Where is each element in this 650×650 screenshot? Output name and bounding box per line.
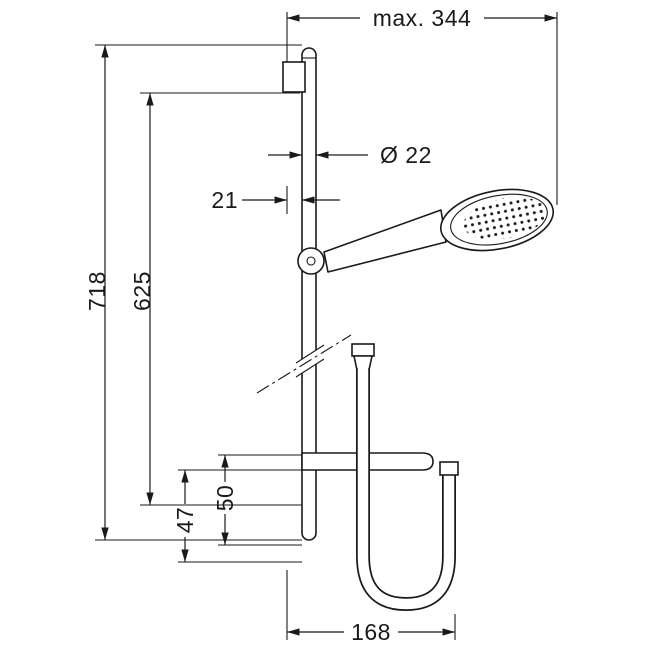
extension-lines xyxy=(95,12,558,640)
break-line xyxy=(295,344,325,364)
break-gap xyxy=(296,345,324,377)
hose-nut xyxy=(351,343,375,357)
bracket-body xyxy=(282,61,306,93)
dim-47: 47 xyxy=(172,470,198,562)
slider-pivot xyxy=(306,256,316,266)
dim-label-slider-offset: 21 xyxy=(211,187,238,213)
hose-inner xyxy=(357,368,455,610)
dim-21: 21 xyxy=(211,187,340,213)
dim-50: 50 xyxy=(212,455,238,545)
break-line xyxy=(295,358,325,378)
slider-knob xyxy=(297,247,325,275)
dim-label-lower-offset-inner: 50 xyxy=(212,485,238,512)
dim-label-lower-offset-outer: 47 xyxy=(172,507,198,534)
dim-718: 718 xyxy=(84,45,110,540)
dim-max-344: max. 344 xyxy=(287,5,557,31)
shower-hose xyxy=(351,343,459,612)
hose-cone xyxy=(353,355,373,371)
hose-end-fitting xyxy=(439,461,459,476)
dim-label-max-width: max. 344 xyxy=(373,5,472,31)
wall-bracket xyxy=(282,61,306,93)
spray-face xyxy=(463,197,547,240)
dim-label-hose-loop-width: 168 xyxy=(351,619,391,645)
dim-label-total-height: 718 xyxy=(84,271,110,311)
rail-bar xyxy=(301,47,317,541)
shower-head-rim xyxy=(450,193,548,246)
rail-break xyxy=(256,334,352,394)
center-axis-line xyxy=(256,334,352,394)
dim-label-bar-height: 625 xyxy=(129,271,155,311)
dim-625: 625 xyxy=(129,93,155,505)
hose-outer xyxy=(356,368,456,612)
dim-label-bar-diameter: Ø 22 xyxy=(380,142,432,168)
dim-diameter-22: Ø 22 xyxy=(268,142,432,168)
shower-head xyxy=(439,188,555,252)
shower-rail xyxy=(301,47,317,541)
hand-shower xyxy=(297,188,555,275)
shower-handle xyxy=(323,209,447,273)
dim-168: 168 xyxy=(287,619,455,645)
